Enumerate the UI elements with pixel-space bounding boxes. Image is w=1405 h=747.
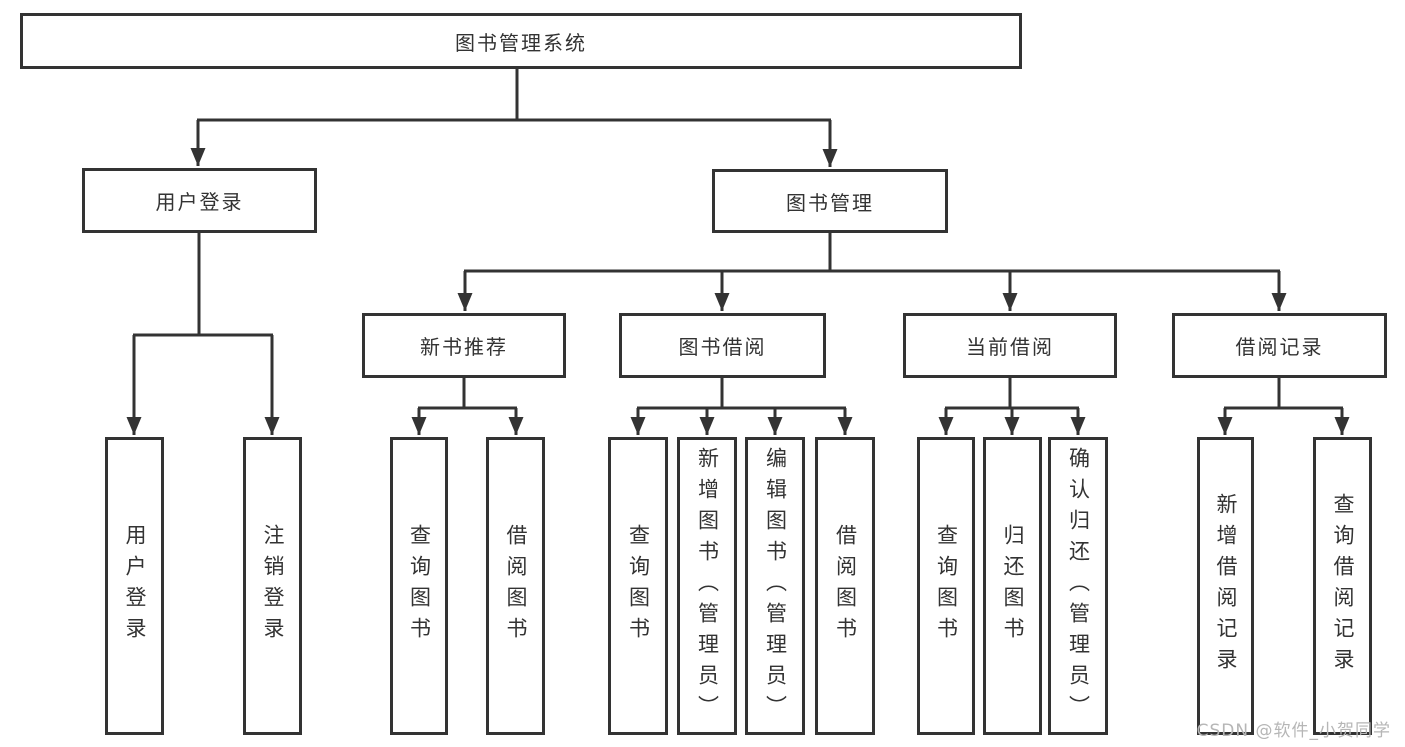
connector-root-to-level2	[190, 68, 838, 167]
node-new-book-recommendation: 新书推荐	[362, 313, 566, 378]
node-current-borrowing: 当前借阅	[903, 313, 1117, 378]
connector-user-login-to-leaves	[126, 233, 280, 435]
leaf-add-borrowing-record: 新增借阅记录	[1197, 437, 1254, 735]
leaf-logout: 注销登录	[243, 437, 302, 735]
leaf-edit-books-admin: 编辑图书（管理员）	[745, 437, 805, 735]
leaf-confirm-return-admin: 确认归还（管理员）	[1048, 437, 1108, 735]
leaf-user-login: 用户登录	[105, 437, 164, 735]
leaf-logout-label: 注销登录	[261, 524, 285, 648]
connector-current-borrowing-to-leaves	[938, 378, 1086, 435]
leaf-borrow-books-label: 借阅图书	[833, 524, 858, 648]
leaf-query-books-current: 查询图书	[917, 437, 975, 735]
leaf-query-borrowing-record: 查询借阅记录	[1313, 437, 1372, 735]
node-borrowing-records: 借阅记录	[1172, 313, 1387, 378]
leaf-query-books-recommendation-label: 查询图书	[407, 524, 432, 648]
leaf-add-books-admin: 新增图书（管理员）	[677, 437, 737, 735]
connector-borrowing-records-to-leaves	[1217, 378, 1350, 435]
leaf-borrow-books-recommendation-label: 借阅图书	[504, 524, 528, 648]
node-library-management-system: 图书管理系统	[20, 13, 1022, 69]
leaf-borrow-books-recommendation: 借阅图书	[486, 437, 545, 735]
connector-new-book-recommendation-to-leaves	[411, 378, 524, 435]
leaf-query-books-recommendation: 查询图书	[390, 437, 448, 735]
csdn-watermark: CSDN @软件_小贺同学	[1196, 721, 1391, 741]
node-book-management: 图书管理	[712, 169, 948, 233]
leaf-add-books-admin-label: 新增图书（管理员）	[695, 446, 720, 726]
leaf-return-books-label: 归还图书	[1001, 524, 1025, 648]
leaf-query-books-borrowing: 查询图书	[608, 437, 668, 735]
leaf-borrow-books: 借阅图书	[815, 437, 875, 735]
leaf-query-books-current-label: 查询图书	[934, 524, 959, 648]
leaf-confirm-return-admin-label: 确认归还（管理员）	[1066, 446, 1091, 726]
connector-book-management-to-level3	[457, 233, 1287, 311]
node-book-borrowing: 图书借阅	[619, 313, 826, 378]
leaf-query-borrowing-record-label: 查询借阅记录	[1331, 493, 1355, 679]
leaf-edit-books-admin-label: 编辑图书（管理员）	[763, 446, 788, 726]
leaf-user-login-label: 用户登录	[123, 524, 147, 648]
leaf-return-books: 归还图书	[983, 437, 1042, 735]
node-user-login: 用户登录	[82, 168, 317, 233]
leaf-add-borrowing-record-label: 新增借阅记录	[1214, 493, 1238, 679]
connector-book-borrowing-to-leaves	[630, 378, 853, 435]
leaf-query-books-borrowing-label: 查询图书	[626, 524, 651, 648]
